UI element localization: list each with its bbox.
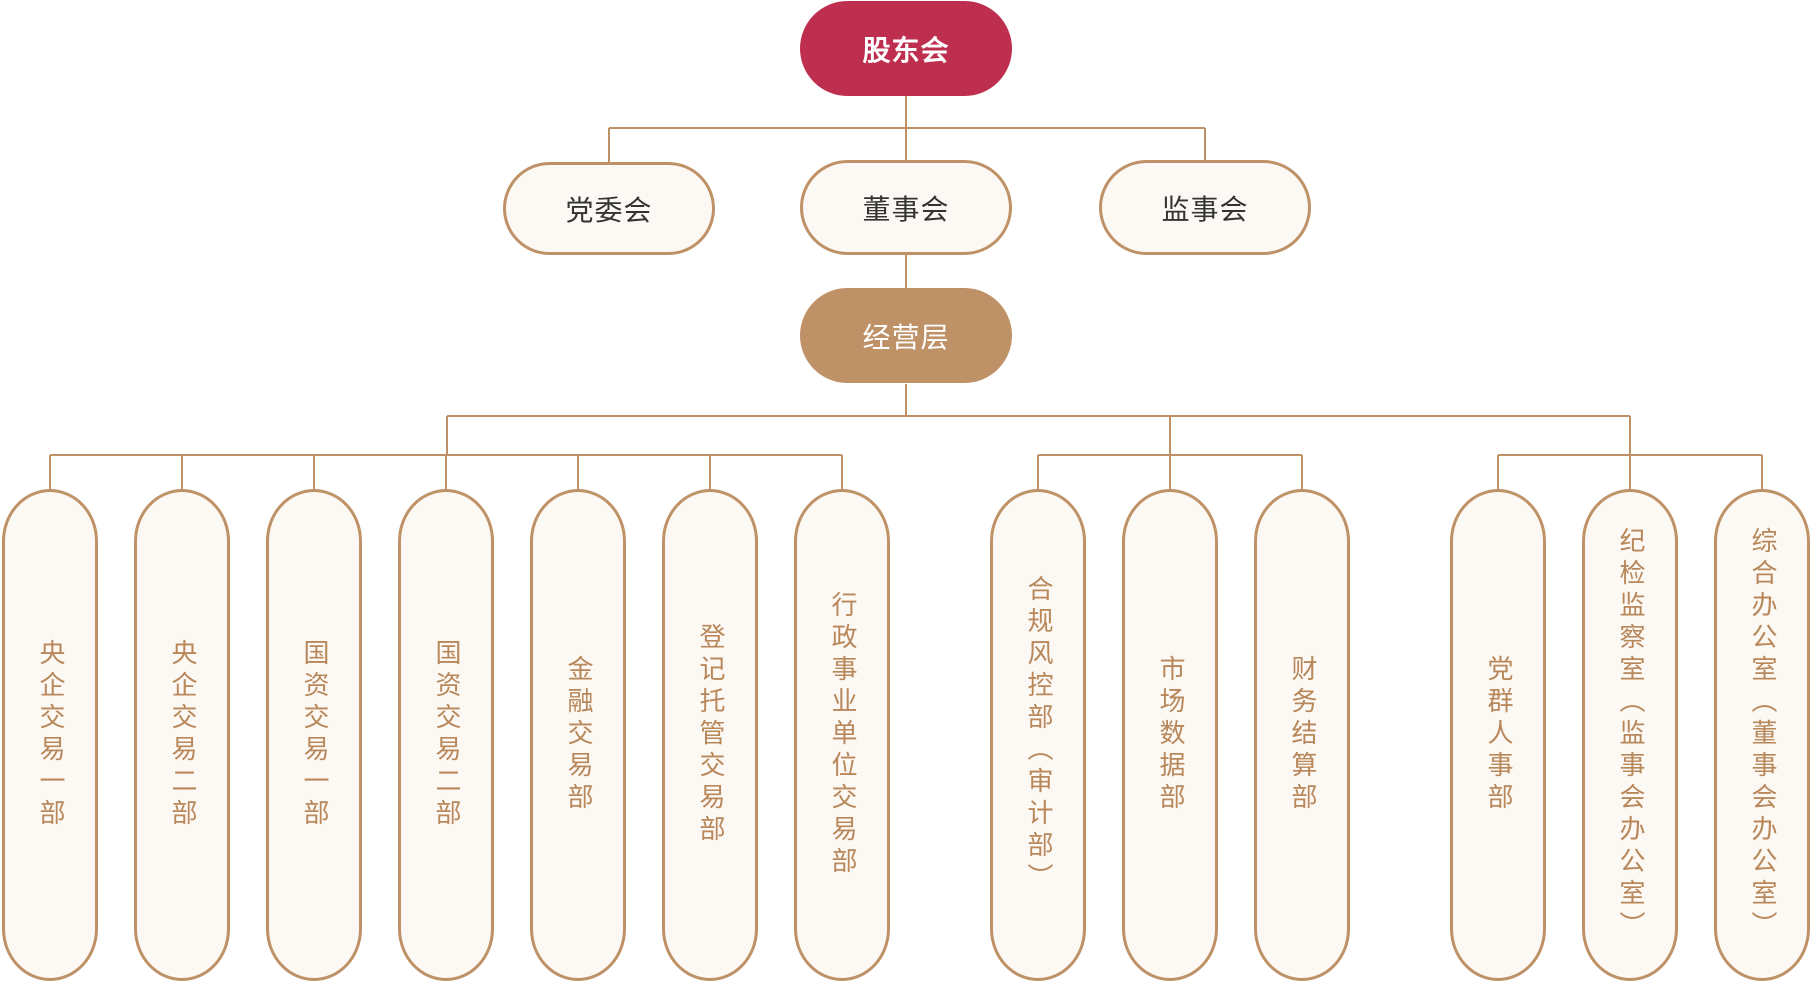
dept-5-label: 登记托管交易部 xyxy=(695,623,725,847)
connector-shareholders-governance xyxy=(608,95,1206,163)
node-party-committee-label: 党委会 xyxy=(565,193,653,227)
dept-7: 合规风控部（审计部） xyxy=(990,489,1086,981)
dept-12: 综合办公室（董事会办公室） xyxy=(1714,489,1810,981)
dept-8-label: 市场数据部 xyxy=(1155,655,1185,815)
dept-1-label: 央企交易二部 xyxy=(167,639,197,831)
dept-11-label: 纪检监察室（监事会办公室） xyxy=(1615,527,1645,943)
dept-4: 金融交易部 xyxy=(530,489,626,981)
dept-1: 央企交易二部 xyxy=(134,489,230,981)
connector-group-admin xyxy=(1497,454,1763,491)
node-management-label: 经营层 xyxy=(862,320,950,354)
connector-management-groups xyxy=(446,384,1631,455)
connector-group-control xyxy=(1037,454,1303,491)
node-shareholders: 股东会 xyxy=(800,1,1012,96)
dept-2: 国资交易一部 xyxy=(266,489,362,981)
node-management: 经营层 xyxy=(800,288,1012,383)
node-supervisory-board-label: 监事会 xyxy=(1161,192,1249,226)
dept-3-label: 国资交易二部 xyxy=(431,639,461,831)
dept-6: 行政事业单位交易部 xyxy=(794,489,890,981)
connector-group-trading xyxy=(49,454,843,491)
dept-12-label: 综合办公室（董事会办公室） xyxy=(1747,527,1777,943)
dept-11: 纪检监察室（监事会办公室） xyxy=(1582,489,1678,981)
node-shareholders-label: 股东会 xyxy=(862,33,950,67)
dept-2-label: 国资交易一部 xyxy=(299,639,329,831)
node-board: 董事会 xyxy=(800,160,1012,255)
node-board-label: 董事会 xyxy=(862,192,950,226)
dept-9: 财务结算部 xyxy=(1254,489,1350,981)
dept-3: 国资交易二部 xyxy=(398,489,494,981)
dept-10: 党群人事部 xyxy=(1450,489,1546,981)
dept-4-label: 金融交易部 xyxy=(563,655,593,815)
dept-9-label: 财务结算部 xyxy=(1287,655,1317,815)
dept-0-label: 央企交易一部 xyxy=(35,639,65,831)
node-supervisory-board: 监事会 xyxy=(1099,160,1311,255)
dept-6-label: 行政事业单位交易部 xyxy=(827,591,857,879)
dept-5: 登记托管交易部 xyxy=(662,489,758,981)
dept-8: 市场数据部 xyxy=(1122,489,1218,981)
dept-0: 央企交易一部 xyxy=(2,489,98,981)
dept-10-label: 党群人事部 xyxy=(1483,655,1513,815)
node-party-committee: 党委会 xyxy=(503,162,715,255)
dept-7-label: 合规风控部（审计部） xyxy=(1023,575,1053,895)
